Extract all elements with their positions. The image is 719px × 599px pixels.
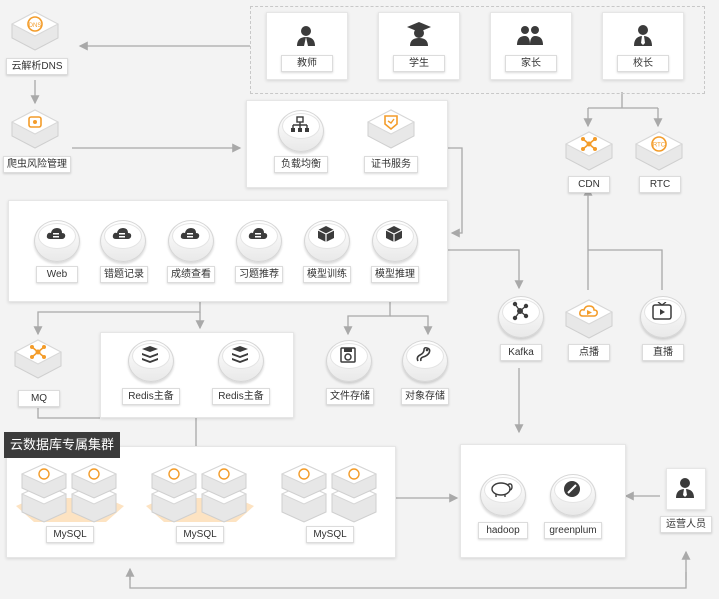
operator-icon <box>676 478 694 498</box>
svg-text:RTC: RTC <box>653 143 666 149</box>
vod-icon <box>564 299 614 339</box>
crawler-risk-icon <box>10 109 60 149</box>
object-storage-icon <box>416 346 431 362</box>
redis-icon <box>232 346 248 363</box>
cloud-server-icon <box>180 228 200 239</box>
teacher-icon <box>297 26 315 46</box>
cube-icon <box>385 226 403 242</box>
live-icon <box>652 302 672 320</box>
cdn-label: CDN <box>568 176 610 193</box>
file-storage-icon <box>340 347 356 363</box>
cdn-icon <box>564 131 614 171</box>
mq-icon <box>13 339 63 379</box>
mq-label: MQ <box>18 390 60 407</box>
db-cluster-title: 云数据库专属集群 <box>4 432 120 458</box>
gateway-card <box>246 100 448 188</box>
svg-text:DNS: DNS <box>29 23 42 29</box>
greenplum-label: greenplum <box>544 522 602 539</box>
hadoop-label: hadoop <box>478 522 528 539</box>
role-card-principal: 校长 <box>602 12 684 80</box>
cloud-server-icon <box>248 228 268 239</box>
greenplum-icon <box>564 481 580 497</box>
cloud-server-icon <box>46 228 66 239</box>
hadoop-icon <box>491 482 513 497</box>
app-disc-web <box>34 220 80 262</box>
cloud-server-icon <box>112 228 132 239</box>
app-label-exercises: 习题推荐 <box>235 266 283 283</box>
object-storage-label: 对象存储 <box>401 388 449 405</box>
role-label-principal: 校长 <box>617 55 669 72</box>
dns-icon: DNS <box>10 11 60 51</box>
object-storage-disc <box>402 340 448 382</box>
mysql-label-3: MySQL <box>306 526 354 543</box>
app-disc-exercises <box>236 220 282 262</box>
principal-icon <box>634 25 652 46</box>
crawler-label: 爬虫风险管理 <box>3 156 71 173</box>
kafka-disc <box>498 296 544 338</box>
mysql-cluster-icon <box>16 463 124 523</box>
live-disc <box>640 296 686 338</box>
redis-label-1: Redis主备 <box>122 388 180 405</box>
mysql-label-1: MySQL <box>46 526 94 543</box>
student-icon <box>407 22 431 46</box>
file-storage-disc <box>326 340 372 382</box>
mysql-cluster-icon <box>146 463 254 523</box>
role-label-teacher: 教师 <box>281 55 333 72</box>
load-balancer-icon <box>291 116 309 132</box>
dns-label: 云解析DNS <box>6 58 68 75</box>
app-label-web: Web <box>36 266 78 283</box>
role-card-teacher: 教师 <box>266 12 348 80</box>
role-card-student: 学生 <box>378 12 460 80</box>
role-card-parent: 家长 <box>490 12 572 80</box>
mysql-label-2: MySQL <box>176 526 224 543</box>
rtc-icon: RTC <box>634 131 684 171</box>
live-label: 直播 <box>642 344 684 361</box>
app-label-mistakes: 错题记录 <box>100 266 148 283</box>
app-label-inference: 模型推理 <box>371 266 419 283</box>
kafka-label: Kafka <box>500 344 542 361</box>
kafka-icon <box>512 301 529 321</box>
load-balancer-label: 负载均衡 <box>274 156 328 173</box>
mysql-cluster-icon <box>280 463 378 523</box>
app-label-training: 模型训练 <box>303 266 351 283</box>
file-storage-label: 文件存储 <box>326 388 374 405</box>
role-label-student: 学生 <box>393 55 445 72</box>
vod-label: 点播 <box>568 344 610 361</box>
app-label-scores: 成绩查看 <box>167 266 215 283</box>
users-region <box>250 6 705 94</box>
cube-icon <box>317 226 335 242</box>
certificate-label: 证书服务 <box>364 156 418 173</box>
role-label-parent: 家长 <box>505 55 557 72</box>
rtc-label: RTC <box>639 176 681 193</box>
parent-icon <box>517 26 543 45</box>
redis-label-2: Redis主备 <box>212 388 270 405</box>
certificate-icon <box>366 109 416 149</box>
operator-label: 运营人员 <box>660 516 712 533</box>
redis-icon <box>142 346 158 363</box>
redis-card <box>100 332 294 418</box>
